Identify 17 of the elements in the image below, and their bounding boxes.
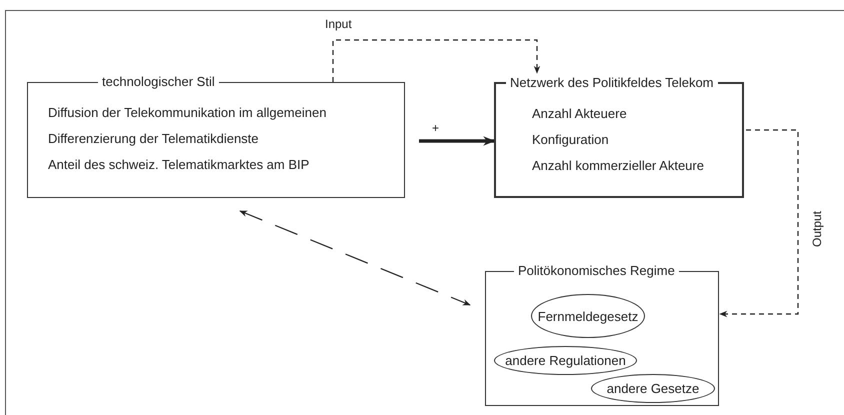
- indicator-text: Anzahl Akteuere: [532, 106, 627, 122]
- frame-title: Politökonomisches Regime: [514, 263, 679, 279]
- indicator-text: Anteil des schweiz. Telematikmarktes am BIP: [48, 157, 310, 173]
- edge-label: Input: [323, 17, 354, 31]
- ellipse-label: Fernmeldegesetz: [531, 294, 645, 338]
- arrow: [332, 39, 540, 82]
- frame-title: technologischer Stil: [98, 74, 219, 90]
- indicator-text: Differenzierung der Telematikdienste: [48, 131, 259, 147]
- indicator-text: Diffusion der Telekommunikation im allgemeinen: [48, 105, 326, 121]
- ellipse-label: andere Regulationen: [494, 346, 637, 375]
- indicator-text: Konfiguration: [532, 132, 609, 148]
- arrow: [419, 136, 496, 146]
- arrow: [239, 210, 471, 306]
- ellipse-label: andere Gesetze: [591, 374, 715, 403]
- edge-label: Output: [810, 208, 824, 250]
- indicator-text: Anzahl kommerzieller Akteure: [532, 158, 704, 174]
- arrow: [719, 129, 799, 318]
